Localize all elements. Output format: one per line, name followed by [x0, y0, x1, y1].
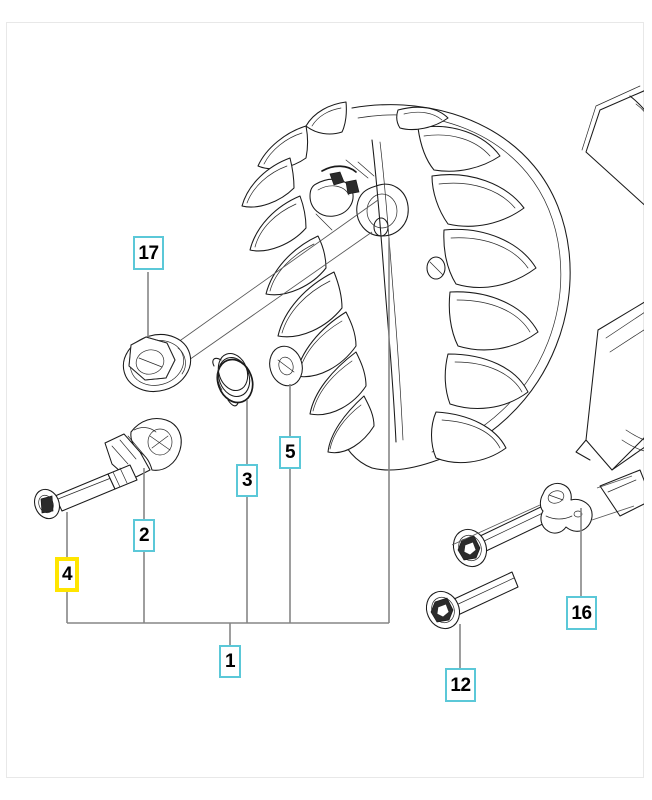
coil-spring-drawing [212, 352, 254, 407]
flange-nut-drawing [122, 333, 192, 393]
retainer-plate-drawing [451, 475, 635, 546]
fin-group-right [417, 125, 539, 464]
cap-screw-lower-drawing [425, 571, 519, 630]
cap-screw-upper-drawing [452, 504, 552, 568]
callout-3[interactable]: 3 [236, 464, 258, 497]
flywheel-drawing [145, 101, 571, 471]
flat-washer-drawing [269, 345, 303, 387]
callout-2[interactable]: 2 [133, 519, 155, 552]
starter-pawl-bracket-drawing [104, 417, 182, 481]
leader-lines [66, 238, 582, 668]
fin-group-upper [396, 106, 449, 131]
callout-16[interactable]: 16 [566, 596, 597, 630]
callout-5[interactable]: 5 [279, 436, 301, 469]
callout-4[interactable]: 4 [55, 557, 79, 592]
fin-group-left [241, 101, 375, 454]
shoulder-screw-drawing [34, 464, 138, 520]
callout-17[interactable]: 17 [133, 236, 164, 270]
callout-1[interactable]: 1 [219, 645, 241, 678]
adjacent-housing-partial [575, 85, 644, 517]
callout-12[interactable]: 12 [445, 668, 476, 702]
